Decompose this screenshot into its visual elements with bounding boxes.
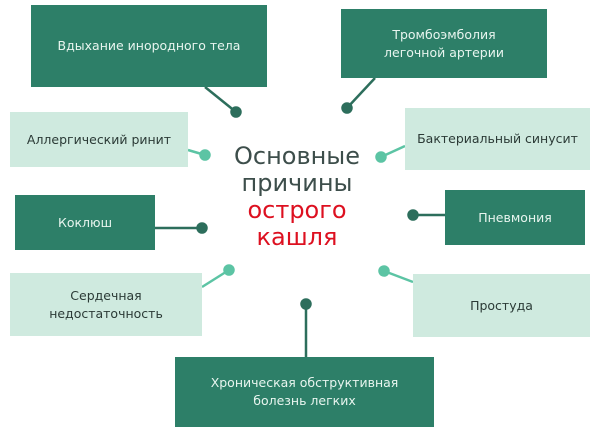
connector-dot (230, 106, 242, 118)
cause-box-pneumonia: Пневмония (445, 190, 585, 245)
central-title: Основные причины острого кашля (222, 143, 372, 251)
cause-box-allergic-rhinitis: Аллергический ринит (10, 112, 188, 167)
connector-dot (223, 264, 235, 276)
cause-box-pulmonary-embolism: Тромбоэмболия легочной артерии (341, 9, 547, 78)
cause-label: Пневмония (478, 209, 552, 225)
cause-box-common-cold: Простуда (413, 274, 590, 337)
cause-box-pertussis: Коклюш (15, 195, 155, 250)
cause-box-foreign-body: Вдыхание инородного тела (31, 5, 267, 87)
cause-label: Вдыхание инородного тела (57, 38, 241, 53)
connector-dot (407, 209, 419, 221)
cause-label: Сердечная недостаточность (49, 287, 163, 321)
cause-label: Аллергический ринит (26, 131, 172, 147)
title-line-highlight: острого (247, 196, 347, 224)
cause-label: Тромбоэмболия легочной артерии (384, 26, 504, 60)
cause-box-bacterial-sinusitis: Бактериальный синусит (405, 108, 590, 170)
connector-dot (378, 265, 390, 277)
connector-dot (375, 151, 387, 163)
title-line: причины (241, 169, 353, 197)
connector-line (204, 86, 237, 113)
title-line: Основные (233, 142, 360, 170)
cause-label: Бактериальный синусит (417, 131, 578, 146)
cause-label: Хроническая обструктивная болезнь легких (210, 375, 399, 408)
cause-label: Простуда (470, 297, 533, 313)
cause-label: Коклюш (57, 214, 113, 230)
connector-line (346, 77, 376, 109)
connector-dot (196, 222, 208, 234)
cause-box-copd: Хроническая обструктивная болезнь легких (175, 357, 434, 427)
connector-dot (341, 102, 353, 114)
connector-dot (300, 298, 312, 310)
cause-box-heart-failure: Сердечная недостаточность (10, 273, 202, 336)
connector-dot (199, 149, 211, 161)
title-line-highlight: кашля (256, 223, 338, 251)
